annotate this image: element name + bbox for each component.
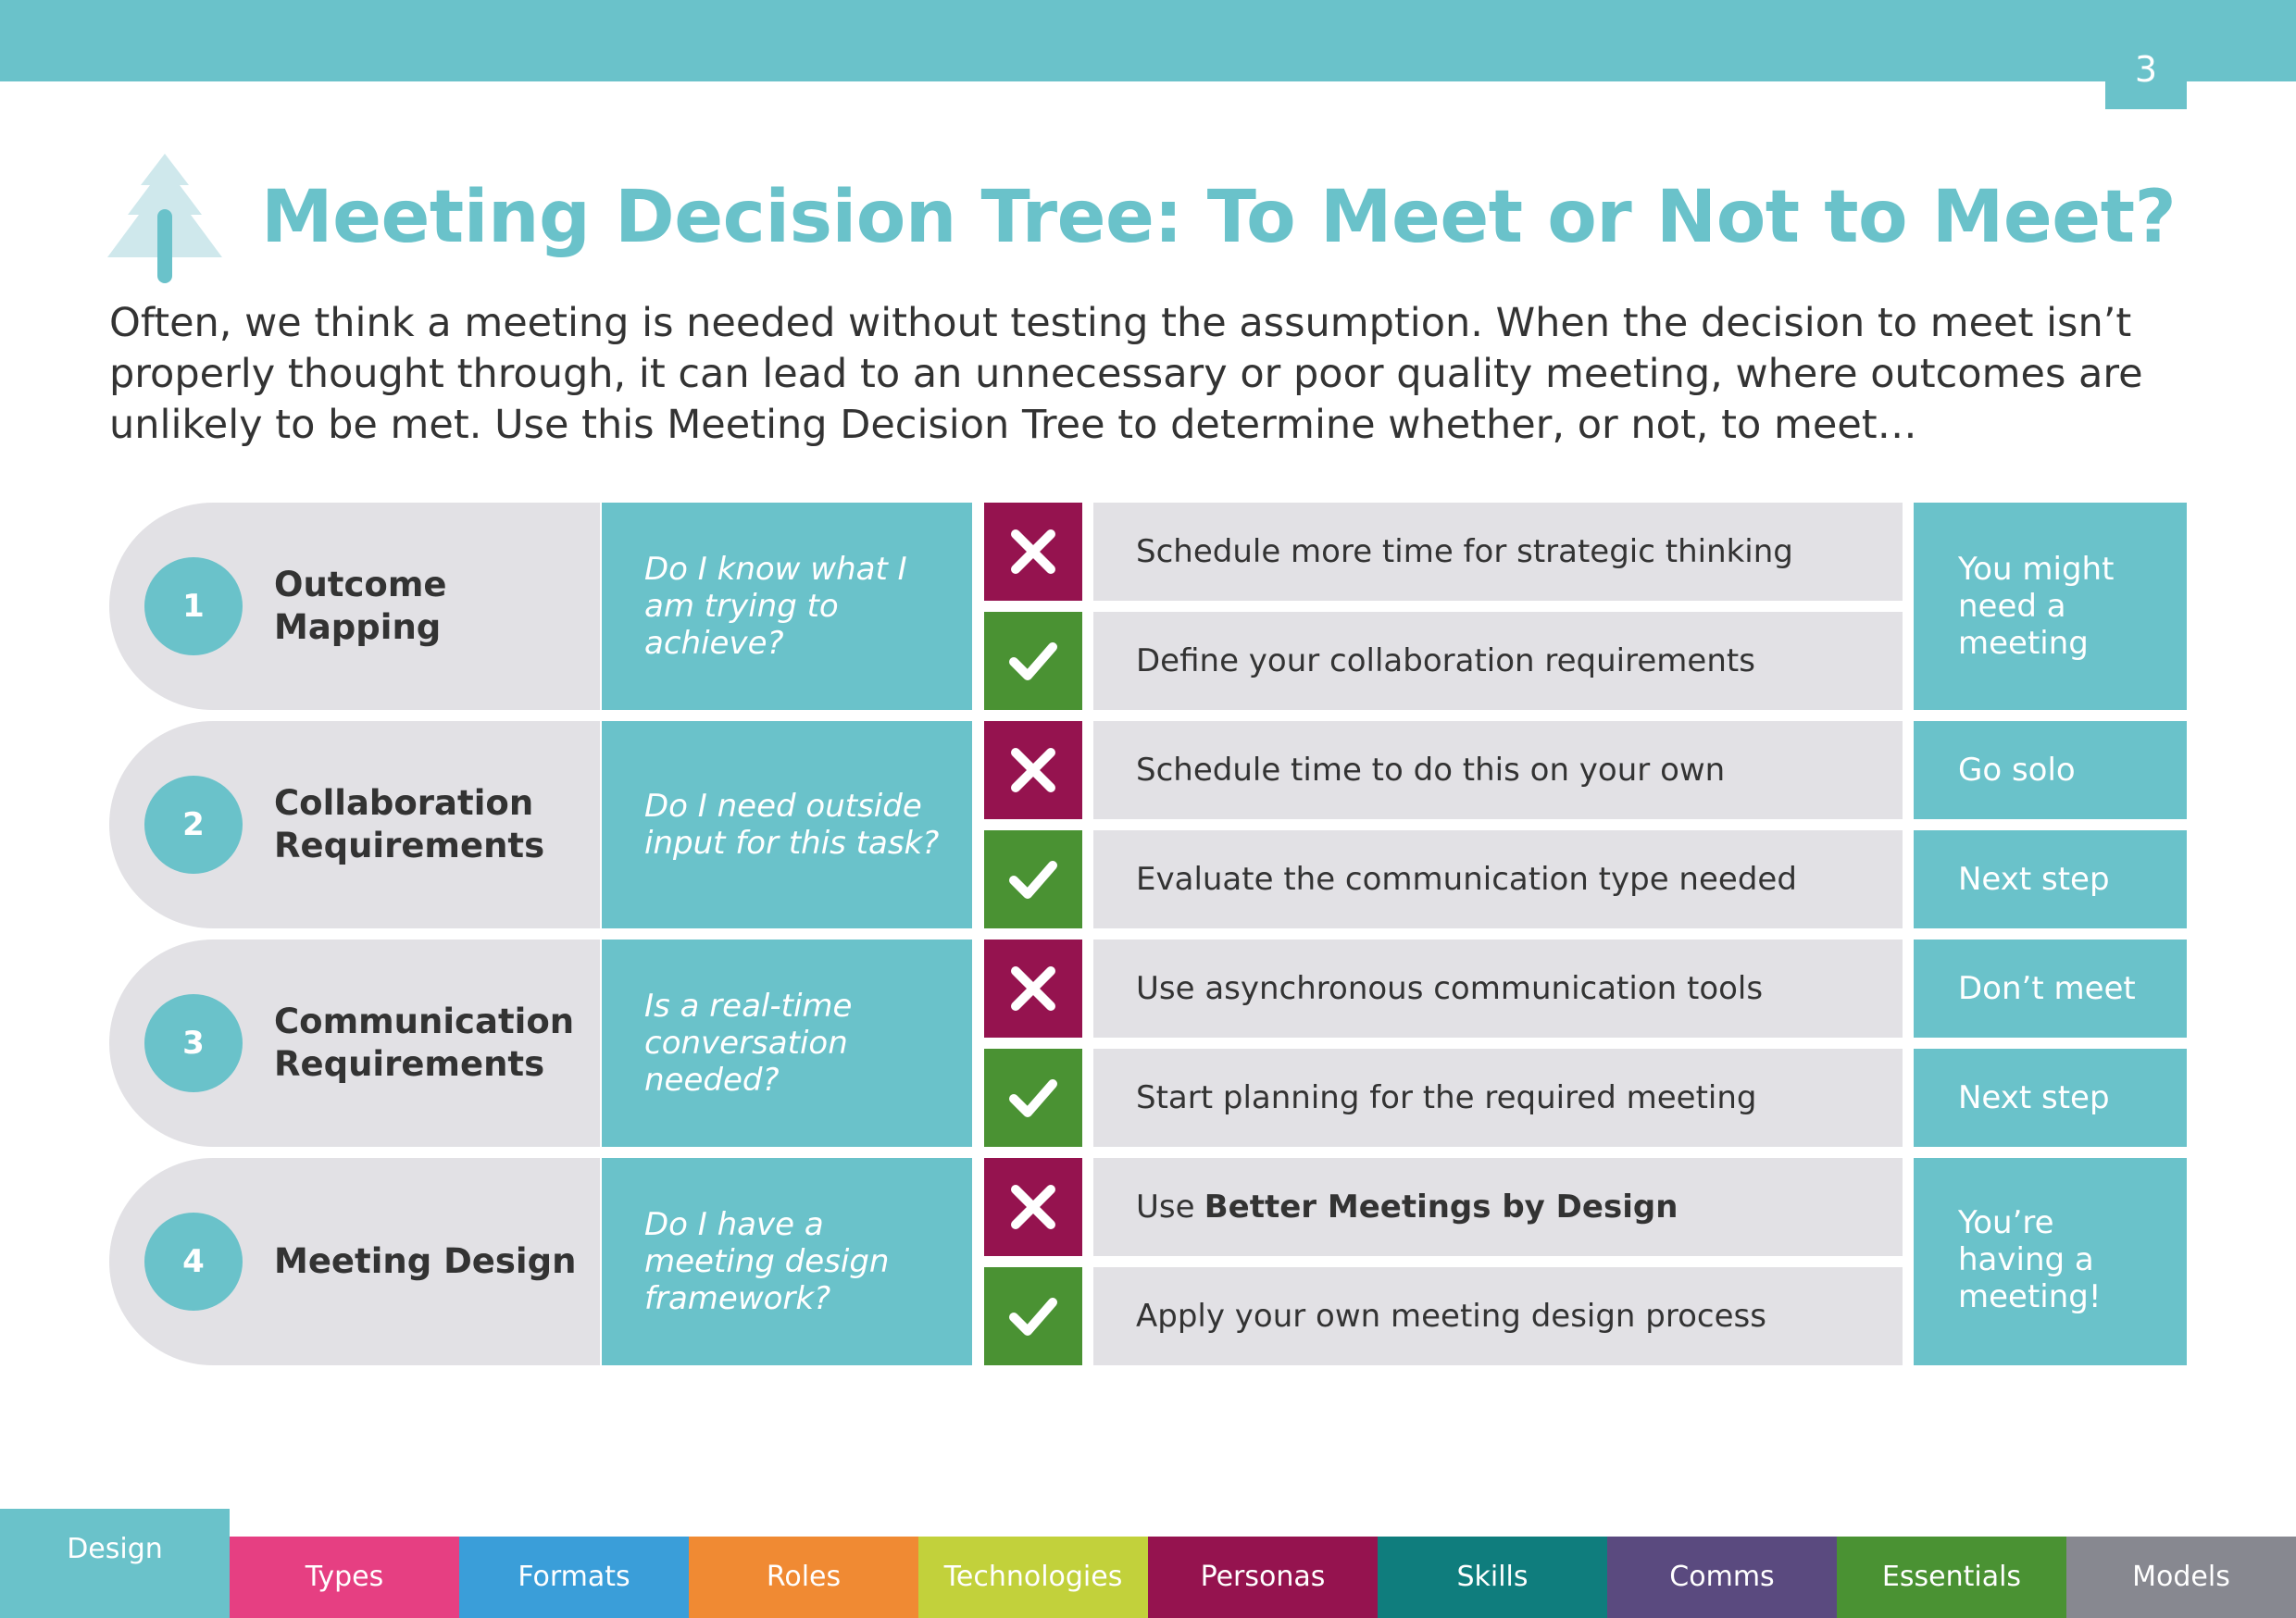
nav-tab-types[interactable]: Types <box>230 1537 459 1618</box>
step-4-outcome: You’re having a meeting! <box>1914 1158 2187 1365</box>
cross-icon <box>984 721 1082 819</box>
nav-tab-technologies[interactable]: Technologies <box>918 1537 1148 1618</box>
step-2-no-action: Schedule time to do this on your own <box>1093 721 1903 819</box>
step-3-no-outcome: Don’t meet <box>1914 940 2187 1038</box>
step-3-yes-outcome: Next step <box>1914 1049 2187 1147</box>
action-emphasis: Better Meetings by Design <box>1204 1189 1678 1226</box>
check-icon <box>984 830 1082 928</box>
nav-tab-skills[interactable]: Skills <box>1378 1537 1607 1618</box>
step-number-badge: 4 <box>144 1213 243 1311</box>
step-2-question: Do I need outside input for this task? <box>602 721 972 928</box>
step-4-label: 4 Meeting Design <box>109 1158 600 1365</box>
step-2-label: 2 Collaboration Requirements <box>109 721 600 928</box>
nav-tab-label: Comms <box>1669 1561 1775 1593</box>
step-3-label: 3 Communication Requirements <box>109 940 600 1147</box>
nav-tab-label: Technologies <box>943 1561 1123 1593</box>
step-3-yes-action: Start planning for the required meeting <box>1093 1049 1903 1147</box>
action-text: Use <box>1136 1189 1195 1226</box>
nav-tab-personas[interactable]: Personas <box>1148 1537 1378 1618</box>
nav-tab-label: Skills <box>1456 1561 1529 1593</box>
cross-icon <box>984 503 1082 601</box>
step-2-no-outcome: Go solo <box>1914 721 2187 819</box>
step-name: Collaboration Requirements <box>274 783 545 865</box>
page-title: Meeting Decision Tree: To Meet or Not to… <box>261 176 2177 259</box>
page-number: 3 <box>2105 0 2187 109</box>
nav-tab-label: Types <box>305 1561 384 1593</box>
nav-tab-label: Essentials <box>1881 1561 2022 1593</box>
cross-icon <box>984 1158 1082 1256</box>
step-number-badge: 2 <box>144 776 243 874</box>
nav-tab-label: Personas <box>1200 1561 1326 1593</box>
step-2-yes-action: Evaluate the communication type needed <box>1093 830 1903 928</box>
step-3-question: Is a real-time conversation needed? <box>602 940 972 1147</box>
section-nav: Design Types Formats Roles Technologies … <box>0 1509 2296 1618</box>
nav-tab-label: Design <box>67 1533 163 1565</box>
step-name: Meeting Design <box>274 1241 577 1281</box>
top-bar <box>0 0 2296 81</box>
step-1-label: 1 Outcome Mapping <box>109 503 600 710</box>
intro-paragraph: Often, we think a meeting is needed with… <box>109 300 2143 448</box>
nav-tab-essentials[interactable]: Essentials <box>1837 1537 2066 1618</box>
step-4-yes-action: Apply your own meeting design process <box>1093 1267 1903 1365</box>
tree-icon <box>107 154 222 283</box>
cross-icon <box>984 940 1082 1038</box>
nav-tab-design[interactable]: Design <box>0 1509 230 1618</box>
step-1-no-action: Schedule more time for strategic thinkin… <box>1093 503 1903 601</box>
nav-tab-comms[interactable]: Comms <box>1607 1537 1837 1618</box>
step-2-yes-outcome: Next step <box>1914 830 2187 928</box>
check-icon <box>984 1267 1082 1365</box>
step-name: Communication Requirements <box>274 1002 575 1084</box>
step-4-question: Do I have a meeting design framework? <box>602 1158 972 1365</box>
nav-tab-formats[interactable]: Formats <box>459 1537 689 1618</box>
nav-tab-roles[interactable]: Roles <box>689 1537 918 1618</box>
step-number-badge: 1 <box>144 557 243 655</box>
nav-tab-label: Roles <box>766 1561 842 1593</box>
step-1-yes-action: Define your collaboration requirements <box>1093 612 1903 710</box>
nav-tab-label: Models <box>2132 1561 2230 1593</box>
step-1-question: Do I know what I am trying to achieve? <box>602 503 972 710</box>
step-name: Outcome Mapping <box>274 565 447 647</box>
step-3-no-action: Use asynchronous communication tools <box>1093 940 1903 1038</box>
check-icon <box>984 1049 1082 1147</box>
check-icon <box>984 612 1082 710</box>
step-1-outcome: You might need a meeting <box>1914 503 2187 710</box>
nav-tab-label: Formats <box>518 1561 630 1593</box>
nav-tab-models[interactable]: Models <box>2066 1537 2296 1618</box>
step-number-badge: 3 <box>144 994 243 1092</box>
